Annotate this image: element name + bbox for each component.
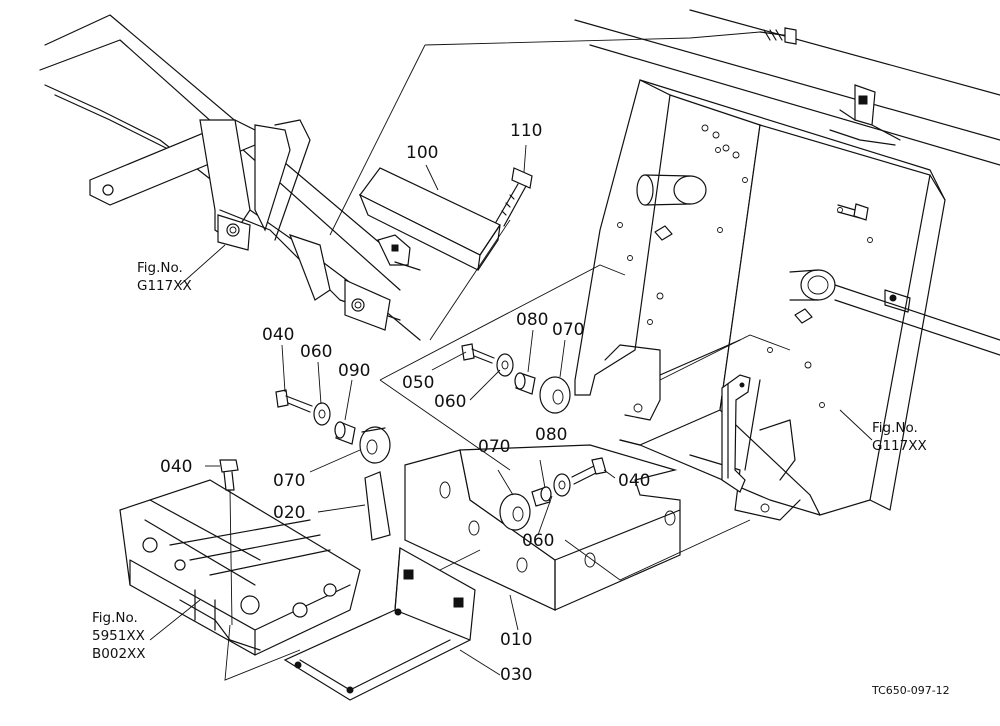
drawing-code: TC650-097-12: [871, 684, 950, 697]
label-040-b: 040: [160, 457, 192, 477]
label-070-c: 070: [478, 437, 510, 457]
bolt-040-vertical: [219, 459, 239, 491]
label-060-b: 060: [434, 392, 466, 412]
fig-ref-left-line1: Fig.No.: [137, 260, 183, 276]
bottom-plate-030: [283, 547, 476, 701]
label-080-a: 080: [516, 310, 548, 330]
fig-ref-bottom-line1: Fig.No.: [92, 610, 138, 626]
label-020: 020: [273, 503, 305, 523]
bolt-110: [495, 167, 533, 227]
plate-holes: [617, 124, 873, 513]
label-040-c: 040: [618, 471, 650, 491]
label-110: 110: [510, 121, 542, 141]
mount-bracket-010: [404, 444, 681, 611]
label-030: 030: [500, 665, 532, 685]
fig-ref-left: Fig.No. G117XX: [137, 260, 192, 294]
label-040-a: 040: [262, 325, 294, 345]
label-080-b: 080: [535, 425, 567, 445]
fig-ref-bottom-line3: B002XX: [92, 646, 146, 662]
fig-ref-right-line1: Fig.No.: [872, 420, 918, 436]
spacer-020: [364, 471, 391, 541]
fig-ref-right: Fig.No. G117XX: [872, 420, 927, 454]
label-010: 010: [500, 630, 532, 650]
label-060-a: 060: [300, 342, 332, 362]
label-070-a: 070: [552, 320, 584, 340]
controller-unit: [119, 479, 361, 656]
label-090: 090: [338, 361, 370, 381]
label-060-c: 060: [522, 531, 554, 551]
fig-ref-bottom: Fig.No. 5951XX B002XX: [92, 610, 146, 662]
label-050: 050: [402, 373, 434, 393]
rubber-pad-100: [358, 167, 501, 271]
leader-lines: [149, 31, 873, 681]
fig-ref-bottom-line2: 5951XX: [92, 628, 145, 644]
fig-ref-right-line2: G117XX: [872, 438, 927, 454]
label-070-b: 070: [273, 471, 305, 491]
part-labels: 100 110 040 060 090 080 070 050 060 040 …: [160, 121, 650, 685]
fastener-set-lower: [499, 457, 607, 531]
fastener-set-upper: [461, 343, 571, 414]
main-frame: [574, 9, 1000, 521]
fastener-set-left: [275, 389, 391, 464]
label-100: 100: [406, 143, 438, 163]
fig-ref-left-line2: G117XX: [137, 278, 192, 294]
upper-left-assembly: [39, 14, 421, 341]
